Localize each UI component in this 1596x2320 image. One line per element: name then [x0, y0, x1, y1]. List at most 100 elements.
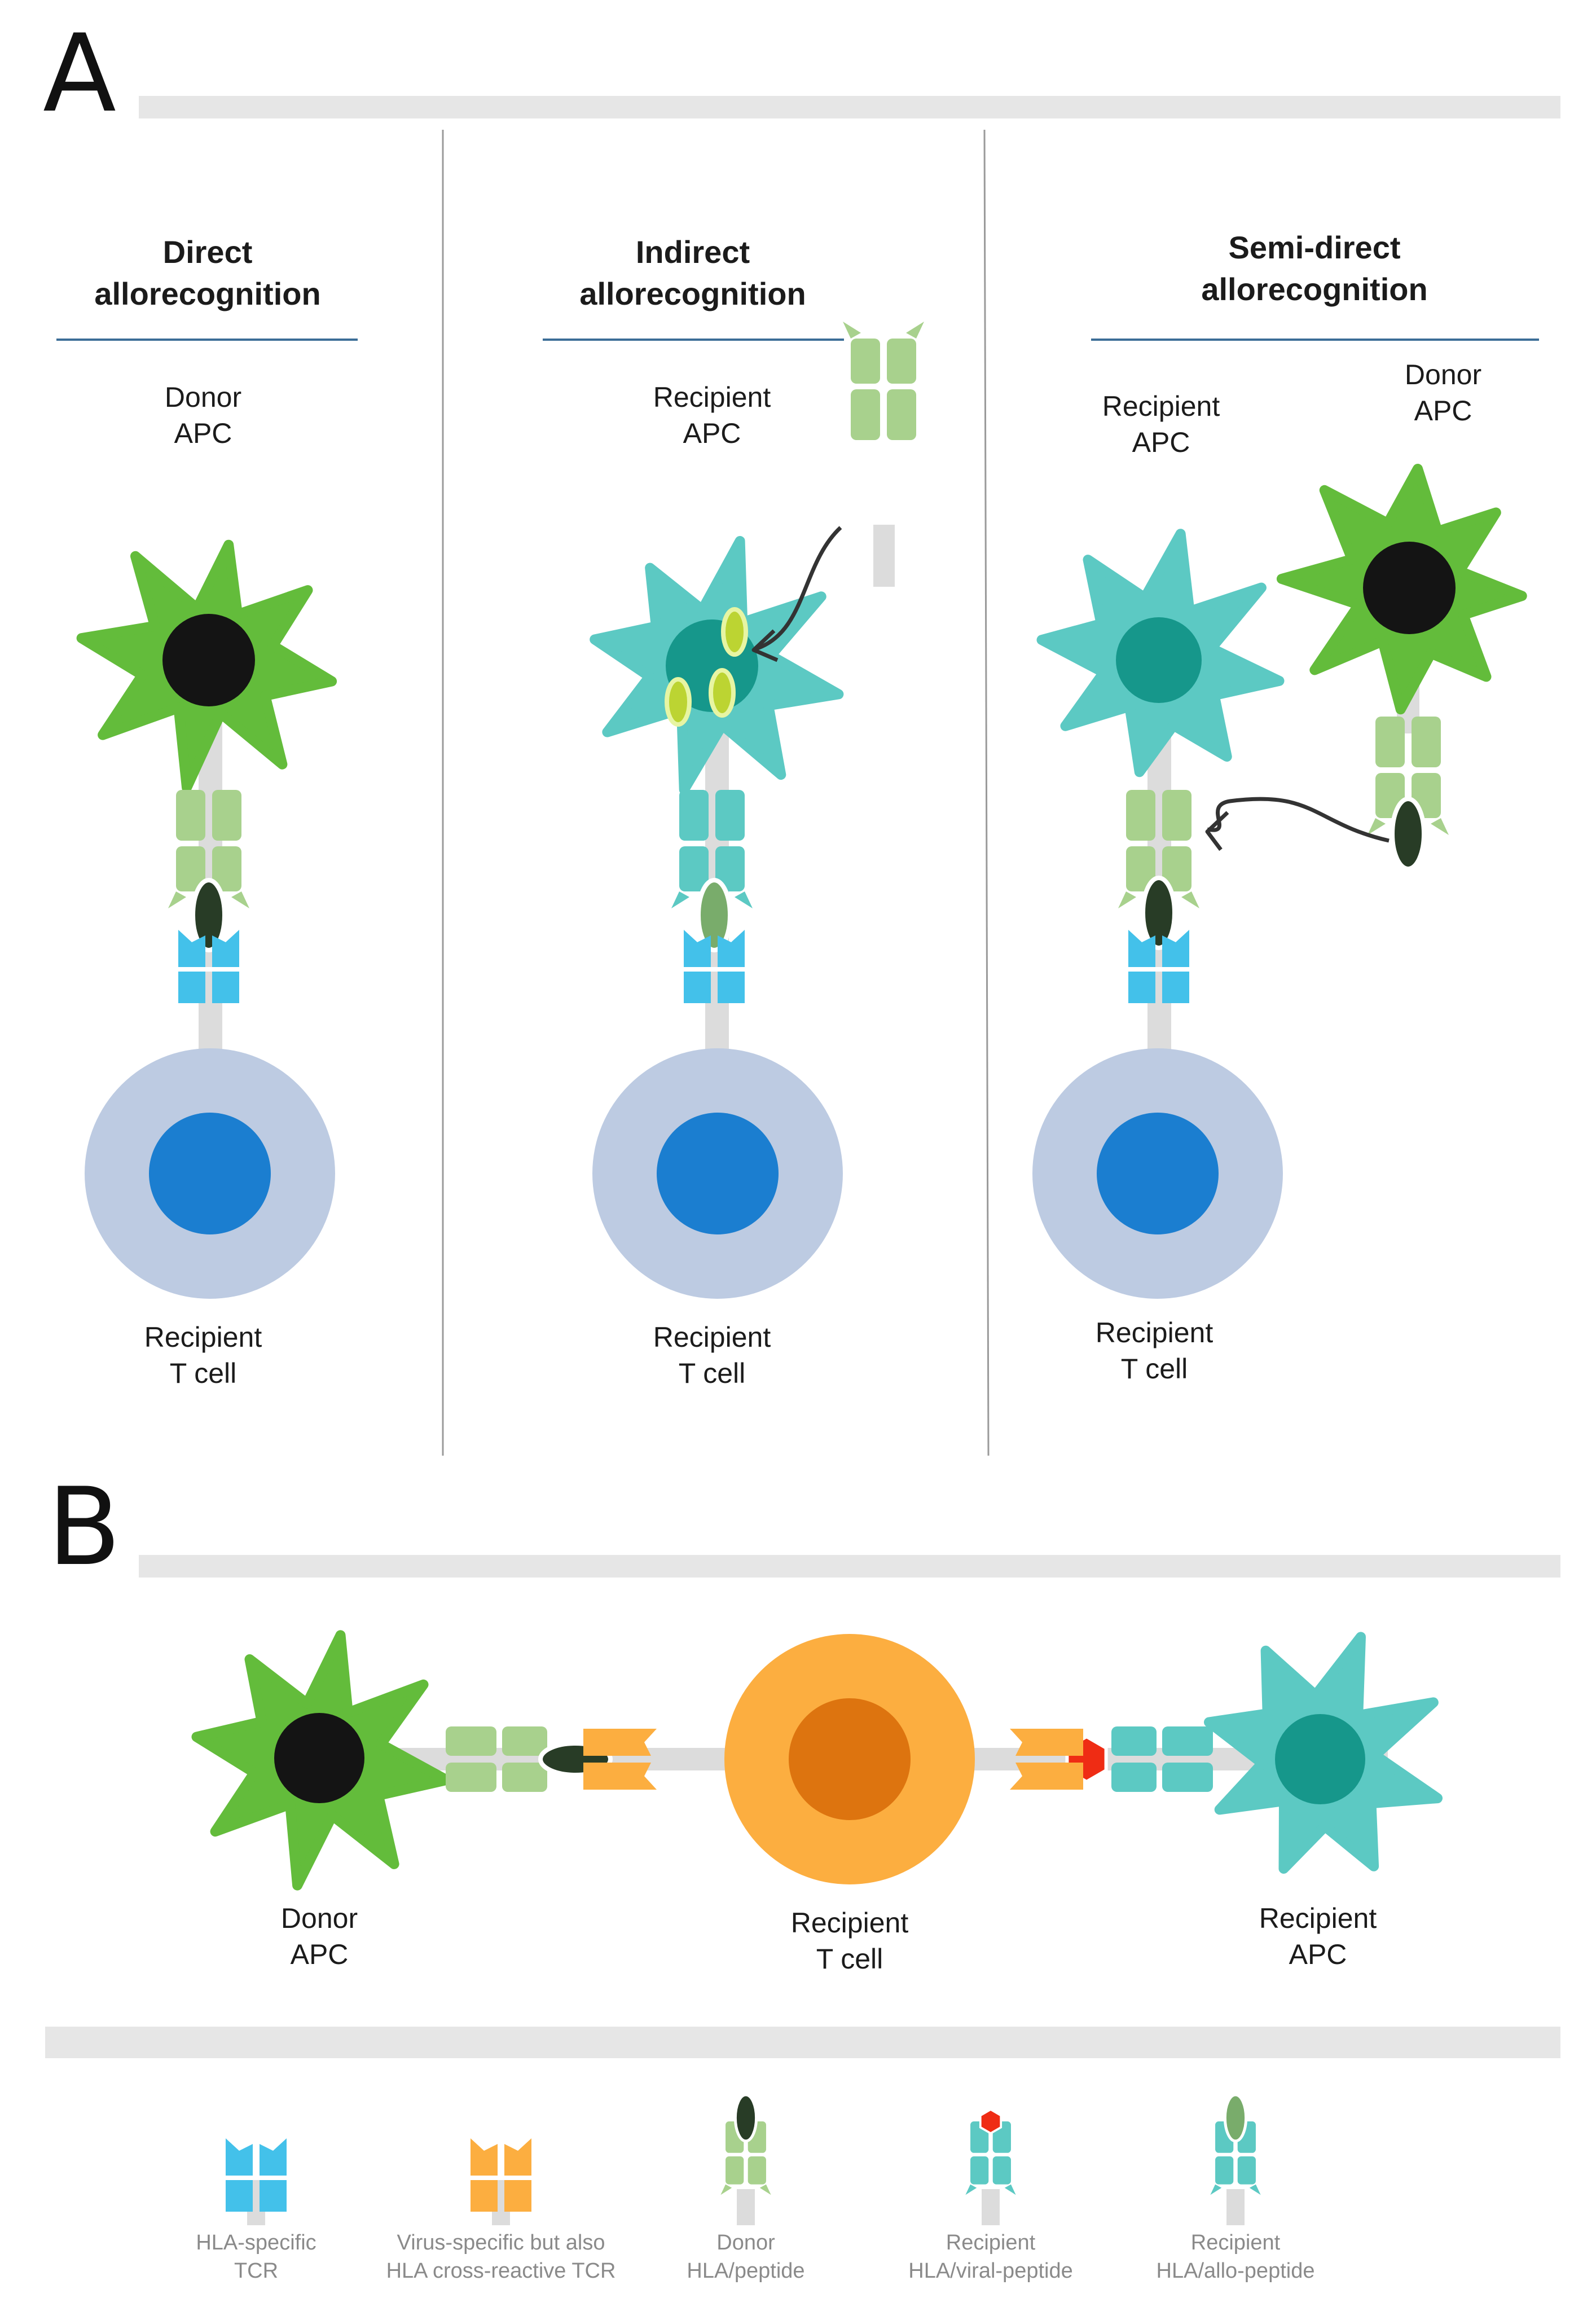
panel-b-donor-hla-a3 [502, 1726, 547, 1756]
semidirect-recipient-apc-label: Recipient APC [1102, 390, 1220, 458]
legend-donor-hla-peptide-icon-hla-nub-right [759, 2184, 771, 2195]
indirect-shed-hla-stalk [873, 525, 895, 587]
legend-crossreactive-tcr-icon [471, 2138, 531, 2212]
legend-donor-hla-peptide-icon [720, 2093, 771, 2195]
legend-hla-specific-tcr-icon [226, 2138, 287, 2212]
panel-b-recipient-tcell-nucleus [789, 1698, 911, 1820]
semi-direct-allorecognition-title: Semi-direct allorecognition [1201, 230, 1428, 307]
panel-b-crossreactive-tcr-left-alpha [583, 1729, 657, 1756]
panel-b-recipient-tcell [724, 1634, 975, 1884]
indirect-shed-donor-hla-alpha1 [851, 389, 880, 440]
legend-recipient-hla-viral-peptide-icon-hla-alpha3 [970, 2156, 989, 2185]
legend-recipient-hla-viral-peptide-icon-hla-beta [992, 2156, 1011, 2185]
direct-tcr-groove [178, 967, 239, 972]
indirect-allo-peptide [696, 878, 732, 952]
legend-label-recipient-hla-allo-peptide: Recipient HLA/allo-peptide [1156, 2231, 1315, 2283]
direct-recipient-tcell-label: Recipient T cell [144, 1321, 262, 1389]
indirect-allopeptide-1 [721, 607, 748, 657]
direct-recipient-tcell-nucleus [149, 1113, 271, 1234]
panel-b-crossreactive-tcr-left-beta [583, 1763, 657, 1790]
semidirect-donor-hla-alpha1 [1375, 717, 1405, 767]
panel-b-donor-hla-a2 [446, 1763, 496, 1792]
legend-label-cross-reactive-tcr: Virus-specific but also HLA cross-reacti… [386, 2231, 616, 2283]
legend-crossreactive-tcr-icon-groove [471, 2176, 531, 2180]
semidirect-donor-hla-peptide [1390, 797, 1426, 871]
direct-donor-apc [76, 539, 337, 793]
indirect-shed-donor-hla-alpha2 [887, 389, 916, 440]
legend-recipient-hla-viral-peptide-icon-stalk [982, 2189, 1000, 2225]
direct-donor-hla-beta [212, 846, 241, 891]
panel-b-crossreactive-tcr-left [583, 1729, 657, 1790]
panel-b-recipient-hla-a1 [1162, 1726, 1213, 1756]
legend-recipient-hla-viral-peptide-icon [965, 2108, 1016, 2195]
legend-recipient-hla-allo-peptide-icon-peptide [1223, 2093, 1248, 2143]
direct-tcr-beta [212, 930, 239, 1003]
indirect-allopeptide-3 [709, 668, 736, 718]
semidirect-donor-hla-alpha2 [1412, 717, 1441, 767]
legend-recipient-hla-allo-peptide-icon-stalk [1226, 2189, 1245, 2225]
indirect-tcr-alpha [684, 930, 711, 1003]
indirect-shed-donor-hla-alpha3 [851, 339, 880, 384]
semidirect-acquired-donor-hla-alpha1 [1126, 790, 1155, 841]
legend-recipient-hla-allo-peptide-icon-hla-alpha3 [1215, 2156, 1234, 2185]
legend-hla-specific-tcr-icon-alpha [226, 2138, 253, 2212]
legend-recipient-hla-allo-peptide-icon-hla-nub-left [1210, 2184, 1222, 2195]
direct-donor-hla-nub-left [168, 891, 186, 908]
panel-b-banner [139, 1555, 1560, 1578]
panel-b-donor-hla-b [502, 1763, 547, 1792]
panel-b-donor-hla-a1 [446, 1726, 496, 1756]
semidirect-transfer-arrow [1207, 797, 1390, 843]
column-divider-2 [983, 129, 990, 1456]
legend-crossreactive-tcr-icon-alpha [471, 2138, 498, 2212]
indirect-shed-donor-hla [843, 322, 924, 440]
indirect-recipient-hla-alpha1 [679, 790, 709, 841]
indirect-recipient-hla-alpha3 [679, 846, 709, 891]
semidirect-acquired-donor-hla-nub-right [1181, 891, 1199, 908]
panel-b-donor-hla [446, 1726, 547, 1792]
indirect-shed-donor-hla-nub-right [906, 322, 924, 339]
panel-b-letter: B [47, 1465, 121, 1589]
legend-donor-hla-peptide-icon-stalk [737, 2189, 755, 2225]
indirect-recipient-apc-label: Recipient APC [653, 381, 771, 449]
semidirect-donor-hla-nub-right [1431, 818, 1449, 835]
panel-b-donor-apc-label: Donor APC [280, 1902, 358, 1970]
panel-b-donor-apc [191, 1630, 452, 1891]
semidirect-acquired-donor-hla-beta [1162, 846, 1191, 891]
direct-donor-peptide [191, 878, 227, 952]
panel-a-banner [139, 96, 1560, 118]
semidirect-donor-apc-label: Donor APC [1404, 359, 1482, 427]
semidirect-acquired-donor-hla-alpha3 [1126, 846, 1155, 891]
semidirect-recipient-tcell [1032, 1048, 1283, 1299]
direct-tcr [178, 930, 239, 1003]
semidirect-tcr-alpha [1128, 930, 1155, 1003]
legend-recipient-hla-allo-peptide-icon [1210, 2093, 1261, 2195]
semidirect-donor-apc-nucleus [1363, 542, 1456, 634]
indirect-recipient-hla [671, 790, 753, 908]
semidirect-tcr [1128, 930, 1189, 1003]
indirect-recipient-hla-nub-right [735, 891, 753, 908]
legend-hla-specific-tcr-icon-beta [260, 2138, 287, 2212]
panel-b-recipient-apc-label: Recipient APC [1259, 1902, 1377, 1970]
legend-banner [45, 2027, 1560, 2058]
indirect-recipient-hla-alpha2 [715, 790, 745, 841]
semidirect-donor-peptide [1141, 876, 1177, 950]
indirect-recipient-hla-nub-left [671, 891, 689, 908]
indirect-uptake-arrow [755, 526, 842, 651]
semidirect-donor-hla-nub-left [1368, 818, 1386, 835]
indirect-arrowhead [751, 629, 779, 662]
indirect-allopeptide-2 [665, 677, 692, 727]
direct-allorecognition-title: Direct allorecognition [94, 234, 321, 311]
semidirect-tcr-groove [1128, 967, 1189, 972]
indirect-allorecognition-title: Indirect allorecognition [579, 234, 806, 311]
semidirect-acquired-donor-hla [1118, 790, 1199, 908]
direct-tcr-alpha [178, 930, 205, 1003]
semidirect-recipient-tcell-nucleus [1097, 1113, 1219, 1234]
semidirect-tcr-beta [1162, 930, 1189, 1003]
direct-donor-hla-alpha1 [176, 790, 205, 841]
legend-recipient-hla-allo-peptide-icon-hla-nub-right [1249, 2184, 1261, 2195]
panel-b-recipient-hla-a3 [1111, 1726, 1157, 1756]
indirect-recipient-tcell-nucleus [657, 1113, 779, 1234]
legend-recipient-hla-viral-peptide-icon-peptide [979, 2108, 1003, 2135]
panel-b-recipient-apc [1204, 1632, 1443, 1874]
